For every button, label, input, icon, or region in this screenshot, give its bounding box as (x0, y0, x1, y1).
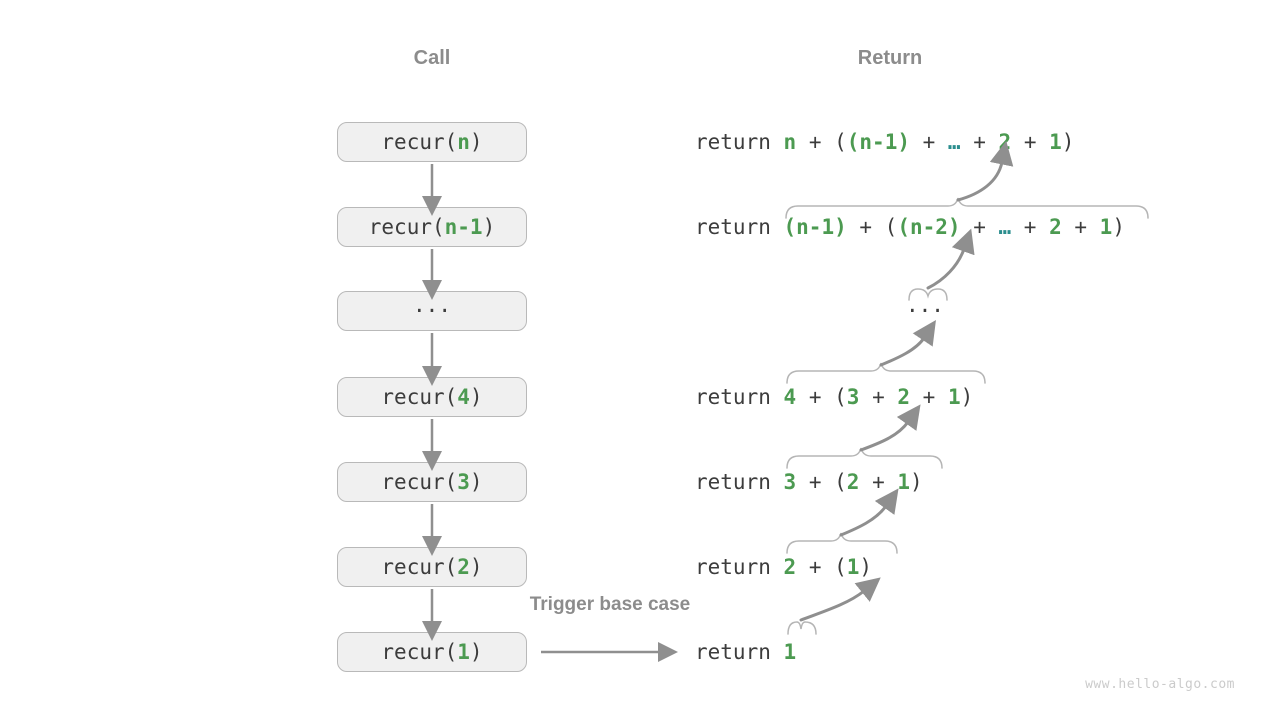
brace-line-2 (786, 532, 898, 554)
code-token: 1 (846, 555, 860, 579)
code-token: + (796, 555, 835, 579)
code-token: ) (469, 130, 483, 154)
code-token: 1 (1099, 215, 1113, 239)
code-token: ) (910, 470, 923, 494)
code-token: recur( (381, 555, 458, 579)
code-token: + (796, 470, 835, 494)
code-token: recur( (381, 470, 458, 494)
code-token: ··· (906, 299, 944, 323)
code-token: + (846, 215, 885, 239)
code-token: n (783, 130, 797, 154)
code-token: + (796, 130, 835, 154)
code-token: ) (1112, 215, 1125, 239)
code-token: ) (859, 555, 873, 579)
call-box-ellipsis: ··· (337, 291, 527, 331)
brace-line-1 (787, 621, 817, 635)
code-token: ) (960, 385, 974, 409)
return-expression-3: return 3 + (2 + 1) (695, 467, 923, 497)
return-arrow-to-2-icon (799, 577, 881, 622)
code-token: + (1011, 130, 1050, 154)
return-arrow-to-n-icon (956, 140, 1014, 202)
return-expression-n-1: return (n-1) + ((n-2) + … + 2 + 1) (695, 212, 1125, 242)
code-token: recur( (381, 130, 458, 154)
call-box-recur-2: recur(2) (337, 547, 527, 587)
code-token: return (695, 640, 784, 664)
code-token: + (796, 385, 835, 409)
trigger-base-case-label: Trigger base case (529, 594, 691, 615)
code-token: n (457, 130, 470, 154)
code-token: return (695, 385, 784, 409)
call-box-recur-1: recur(1) (337, 632, 527, 672)
code-token: ) (469, 555, 483, 579)
code-token: ··· (413, 299, 451, 323)
code-token: … (998, 215, 1012, 239)
code-token: 1 (1049, 130, 1062, 154)
code-token: 1 (897, 470, 911, 494)
code-token: 1 (783, 640, 797, 664)
code-token: recur( (381, 640, 458, 664)
code-token: return (695, 470, 784, 494)
code-token: 3 (457, 470, 470, 494)
code-token: 2 (897, 385, 911, 409)
code-token: 4 (457, 385, 470, 409)
return-ellipsis: ··· (906, 296, 944, 326)
code-token: + (909, 130, 948, 154)
code-token: return (695, 555, 784, 579)
code-token: ( (834, 470, 847, 494)
return-arrow-to-n-1-icon (926, 228, 975, 290)
return-expression-2: return 2 + (1) (695, 552, 872, 582)
call-box-recur-3: recur(3) (337, 462, 527, 502)
code-token: + (1011, 215, 1050, 239)
code-token: (n-2) (897, 215, 961, 239)
code-token: + (859, 385, 898, 409)
code-token: recur( (368, 215, 445, 239)
brace-line-4 (786, 362, 986, 384)
return-expression-4: return 4 + (3 + 2 + 1) (695, 382, 973, 412)
code-token: 2 (1049, 215, 1062, 239)
code-token: + (859, 470, 898, 494)
code-token: (n-1) (846, 130, 910, 154)
code-token: ( (834, 385, 847, 409)
code-token: ) (482, 215, 496, 239)
code-token: + (1061, 215, 1100, 239)
code-token: 4 (783, 385, 797, 409)
code-token: 1 (947, 385, 961, 409)
code-token: n-1 (444, 215, 483, 239)
call-box-recur-n: recur(n) (337, 122, 527, 162)
code-token: ) (469, 640, 483, 664)
call-box-recur-n-1: recur(n-1) (337, 207, 527, 247)
code-token: 2 (998, 130, 1012, 154)
code-token: 2 (846, 470, 860, 494)
code-token: 2 (783, 555, 797, 579)
code-token: 1 (457, 640, 470, 664)
code-token: ( (834, 555, 847, 579)
return-expression-1: return 1 (695, 637, 796, 667)
return-column-header: Return (857, 47, 923, 69)
code-token: + (910, 385, 948, 409)
code-token: + (960, 130, 999, 154)
code-token: ) (469, 385, 483, 409)
return-arrow-to-ellipsis-icon (879, 320, 936, 367)
watermark: www.hello-algo.com (1085, 677, 1235, 692)
code-token: + (960, 215, 999, 239)
code-token: recur( (381, 385, 458, 409)
code-token: return (695, 215, 784, 239)
code-token: ( (834, 130, 847, 154)
code-token: return (695, 130, 784, 154)
code-token: … (947, 130, 961, 154)
call-box-recur-4: recur(4) (337, 377, 527, 417)
return-arrow-to-3-icon (839, 488, 899, 537)
code-token: 3 (846, 385, 860, 409)
code-token: ) (1061, 130, 1075, 154)
code-token: ) (469, 470, 483, 494)
code-token: ( (884, 215, 898, 239)
return-arrow-to-4-icon (859, 404, 921, 452)
call-column-header: Call (413, 47, 451, 69)
code-token: (n-1) (783, 215, 847, 239)
brace-line-3 (786, 447, 943, 469)
return-expression-n: return n + ((n-1) + … + 2 + 1) (695, 127, 1074, 157)
code-token: 2 (457, 555, 470, 579)
code-token: 3 (783, 470, 797, 494)
